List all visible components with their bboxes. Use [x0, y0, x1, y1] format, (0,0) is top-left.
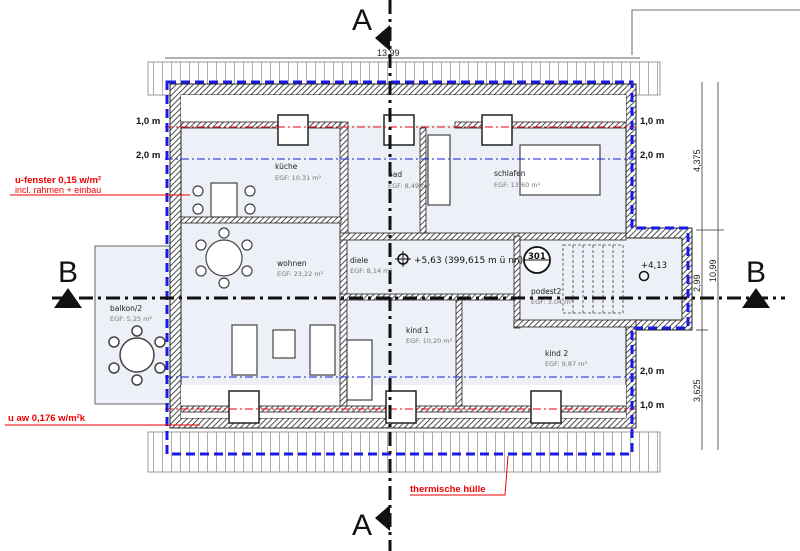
room-name: küche — [275, 162, 298, 171]
elevation-podest-label: +4,13 — [641, 261, 667, 271]
room-area: EGF: 9,87 m² — [545, 360, 588, 368]
elevation-marker-main: +5,63 (399,615 m ü nn) — [395, 251, 523, 267]
section-line-b: B B — [52, 256, 785, 308]
u-fenster-label: u-fenster 0,15 w/m² — [15, 175, 101, 186]
room-name: podest2 — [531, 287, 562, 296]
level-label-bottom-2m: 2,0 m — [640, 366, 664, 377]
roof-windows — [228, 114, 562, 424]
room-area: EGF: 13,60 m² — [494, 181, 541, 189]
room-area: EGF: 3,04 m² — [531, 298, 574, 306]
dimension-right-middle: 2,99 — [692, 274, 702, 292]
room-name: bad — [388, 170, 402, 179]
room-area: EGF: 8,14 m² — [350, 267, 393, 275]
level-label-right-2m: 2,0 m — [640, 150, 664, 161]
room-kind1: kind 1 EGF: 10,20 m² — [406, 326, 453, 345]
elevation-main-label: +5,63 (399,615 m ü nn) — [414, 256, 523, 266]
elevation-marker-podest: +4,13 — [638, 261, 667, 282]
room-name: schlafen — [494, 169, 526, 178]
room-area: EGF: 10,20 m² — [406, 337, 453, 345]
dimension-right-total: 10,99 — [708, 259, 718, 282]
section-line-a: A A — [352, 0, 392, 551]
room-area: EGF: 10,31 m² — [275, 174, 322, 182]
level-label-left-2m: 2,0 m — [136, 150, 160, 161]
level-lines — [165, 126, 636, 410]
u-fenster-note: incl. rahmen + einbau — [15, 185, 101, 195]
furniture — [192, 134, 601, 401]
section-b-right-label: B — [746, 256, 766, 289]
section-b-left-label: B — [58, 256, 78, 289]
section-a-bottom-label: A — [352, 509, 372, 542]
roof-eave-bottom — [147, 431, 661, 473]
stair-marker: 301 — [523, 246, 551, 274]
stair-number: 301 — [528, 252, 546, 262]
stairs — [562, 244, 624, 314]
u-aw-label: u aw 0,176 w/m²k — [8, 413, 86, 424]
level-label-left-1m: 1,0 m — [136, 116, 160, 127]
dimension-top-label: 13,99 — [377, 48, 400, 58]
dimension-right-upper: 4,375 — [692, 149, 702, 172]
level-label-bottom-1m: 1,0 m — [640, 400, 664, 411]
thermal-envelope-label: thermische hülle — [410, 484, 486, 495]
dimension-right-lower: 3,625 — [692, 379, 702, 402]
dimension-top: 13,99 — [165, 48, 640, 59]
level-label-right-1m: 1,0 m — [640, 116, 664, 127]
balcony-table — [108, 325, 166, 386]
room-area: EGF: 8,49 m² — [388, 182, 431, 190]
room-name: balkon/2 — [110, 304, 142, 313]
section-a-top-label: A — [352, 4, 372, 37]
room-name: wohnen — [277, 259, 307, 268]
room-area: EGF: 23,22 m² — [277, 270, 324, 278]
room-kind2: kind 2 EGF: 9,87 m² — [545, 349, 588, 368]
dimension-right — [696, 82, 724, 450]
reference-line — [631, 9, 800, 55]
room-name: diele — [350, 256, 369, 265]
room-area: EGF: 5,25 m² — [110, 315, 153, 323]
room-name: kind 2 — [545, 349, 568, 358]
room-name: kind 1 — [406, 326, 429, 335]
